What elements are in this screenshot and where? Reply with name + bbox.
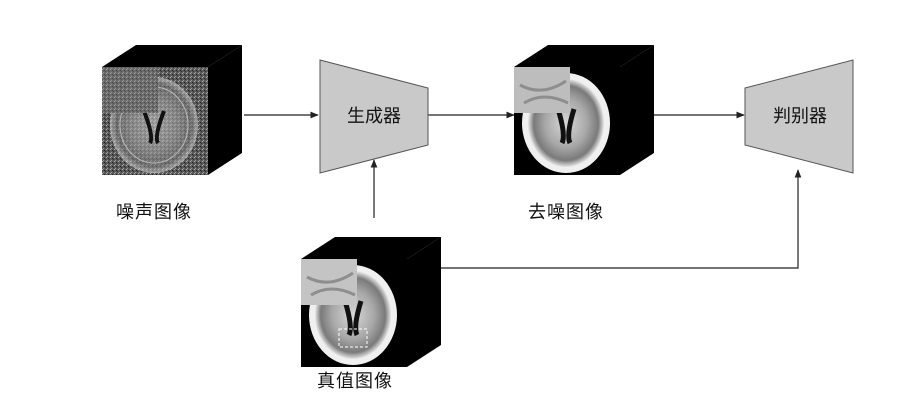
- generator-block: 生成器: [319, 59, 429, 174]
- noisy-image-volume: [102, 45, 242, 175]
- edge-truth-to-discriminator: [440, 169, 802, 269]
- generator-label: 生成器: [347, 106, 401, 127]
- discriminator-label: 判别器: [773, 106, 827, 127]
- noisy-image-caption: 噪声图像: [116, 202, 192, 223]
- denoised-image-caption: 去噪图像: [528, 202, 604, 223]
- ground-truth-image-caption: 真值图像: [317, 371, 393, 392]
- denoised-image-volume: [514, 45, 654, 175]
- discriminator-block: 判别器: [744, 59, 854, 174]
- ground-truth-image-volume: [301, 237, 441, 367]
